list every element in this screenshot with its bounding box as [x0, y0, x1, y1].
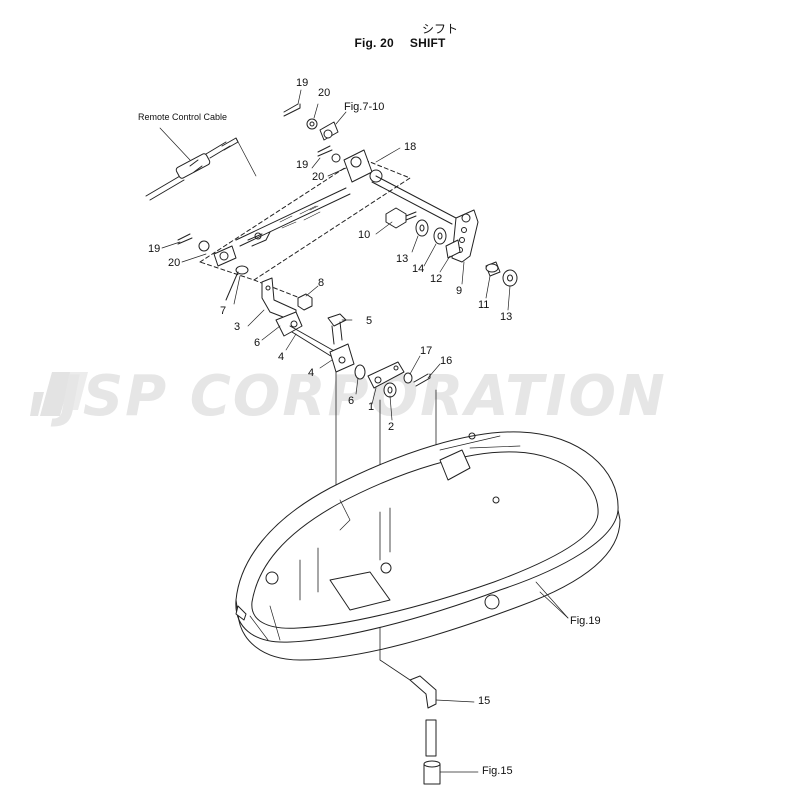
callout-19-mid: 19 — [296, 159, 309, 171]
washer-13-lower — [502, 269, 518, 287]
callout-20-mid: 20 — [312, 171, 325, 183]
callout-3: 3 — [234, 321, 241, 333]
washers-13-14 — [415, 219, 447, 245]
callout-20-left: 20 — [168, 257, 181, 269]
callout-fig19: Fig.19 — [570, 615, 601, 627]
callout-6-lower: 6 — [348, 395, 355, 407]
callout-18: 18 — [404, 141, 417, 153]
collar-12 — [445, 239, 461, 259]
callout-6-upper: 6 — [254, 337, 261, 349]
callout-17: 17 — [420, 345, 433, 357]
bolt-10 — [385, 207, 417, 229]
japanese-title: シフト — [421, 22, 458, 36]
callout-fig15: Fig.15 — [482, 765, 513, 777]
callout-20-top: 20 — [318, 87, 331, 99]
clip-washer-set-left — [177, 231, 271, 267]
callout-remote-control-cable: Remote Control Cable — [138, 112, 228, 122]
lever-1 — [367, 361, 405, 389]
figure-name: SHIFT — [409, 36, 446, 50]
nut-2 — [383, 382, 397, 398]
joint-4-lower — [329, 343, 355, 373]
callout-9: 9 — [456, 285, 463, 297]
callout-2: 2 — [388, 421, 395, 433]
callout-4-lower: 4 — [308, 367, 315, 379]
callout-fig7-10: Fig.7-10 — [344, 101, 385, 113]
callout-19-left: 19 — [148, 243, 161, 255]
bolt-5 — [327, 313, 347, 345]
link-6-4 — [275, 311, 337, 359]
figure-number: Fig. 20 — [354, 36, 394, 50]
pin-11 — [485, 261, 501, 277]
callout-16: 16 — [440, 355, 453, 367]
bottom-cowling — [235, 431, 621, 661]
leader-lines — [161, 89, 569, 773]
callout-12: 12 — [430, 273, 443, 285]
callout-13-upper: 13 — [396, 253, 409, 265]
watermark-logo-icon — [30, 372, 88, 416]
clip-washer-set-top — [283, 103, 339, 141]
joint-7 — [225, 265, 249, 301]
callout-11: 11 — [478, 299, 490, 311]
callout-1: 1 — [368, 401, 375, 413]
callout-15: 15 — [478, 695, 491, 707]
callout-10: 10 — [358, 229, 371, 241]
callout-8: 8 — [318, 277, 325, 289]
callout-19-top: 19 — [296, 77, 309, 89]
nut-8 — [297, 293, 313, 311]
callout-5: 5 — [366, 315, 373, 327]
clip-washer-set-mid — [317, 145, 383, 183]
callout-4-upper: 4 — [278, 351, 285, 363]
callout-7: 7 — [220, 305, 227, 317]
hose-15 — [409, 675, 441, 785]
figure-title: Fig. 20 SHIFT — [0, 36, 800, 50]
washer-6-lower — [354, 364, 366, 380]
washer-17-clip-16 — [403, 372, 431, 387]
callout-13-lower: 13 — [500, 311, 513, 323]
remote-control-cable — [145, 127, 239, 201]
shift-rod — [235, 187, 351, 247]
callout-14: 14 — [412, 263, 425, 275]
